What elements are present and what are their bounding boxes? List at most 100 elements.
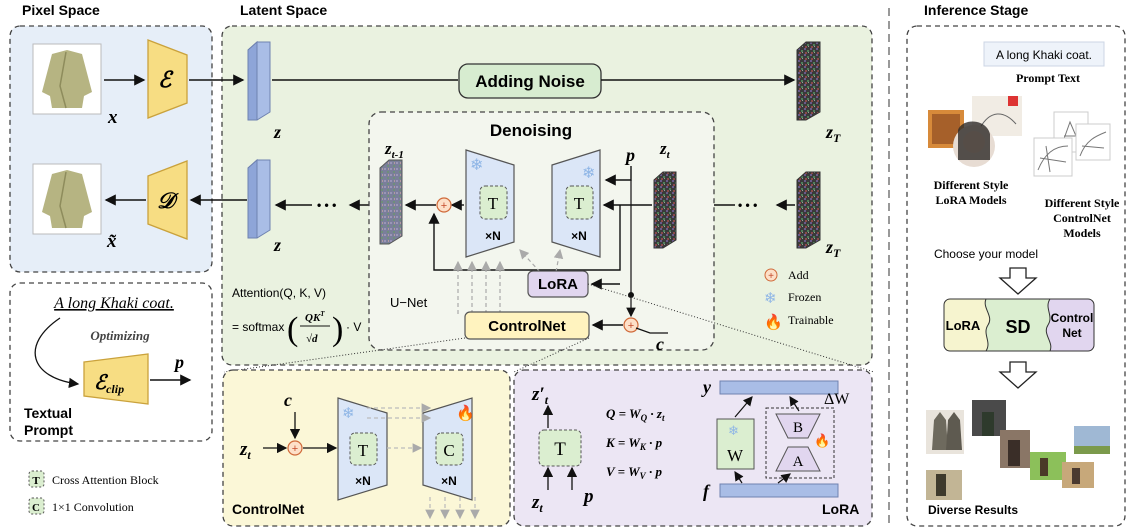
svg-text:· V: · V xyxy=(346,320,361,334)
ellipsis-right: • • • xyxy=(738,198,757,212)
snowflake-icon: ❄ xyxy=(342,405,355,422)
controlnet-module-box xyxy=(464,311,590,340)
cn-models-caption-1: Different Style xyxy=(1045,196,1120,210)
add-node xyxy=(436,197,452,213)
adapter-injection-arrows xyxy=(453,248,564,314)
decoder-symbol: 𝒟 xyxy=(157,188,179,213)
unet-label: U−Net xyxy=(390,295,428,310)
frozen-icon: ❄ xyxy=(582,165,595,182)
prompt-text-caption: Prompt Text xyxy=(1016,71,1080,85)
svg-text:K = WK · p: K = WK · p xyxy=(605,435,663,452)
latent-zT-block-bottom xyxy=(796,171,821,249)
legend-t-key: T xyxy=(32,475,40,487)
f-label: f xyxy=(703,481,711,501)
c-label-latent: c xyxy=(656,334,664,354)
legend-add-label: Add xyxy=(788,268,809,282)
sd-label: SD xyxy=(1005,317,1030,337)
decoder-trapezoid xyxy=(147,160,188,240)
svg-text:(: ( xyxy=(287,311,298,348)
x-label: x xyxy=(107,107,118,128)
skip-connection xyxy=(428,205,621,271)
snowflake-icon: ❄ xyxy=(728,423,739,438)
times-n-label: ×N xyxy=(485,229,501,243)
sd-control-label-1: Control xyxy=(1051,311,1094,325)
a-label: A xyxy=(793,454,804,470)
svg-text:Attention(Q, K, V): Attention(Q, K, V) xyxy=(232,286,326,300)
reconstructed-coat-image xyxy=(32,163,102,235)
legend-trainable-label: Trainable xyxy=(788,313,834,327)
inference-prompt-box xyxy=(983,41,1105,67)
cross-attention-block xyxy=(565,185,594,220)
sd-control-label-2: Net xyxy=(1062,326,1081,340)
attention-formula: Attention(Q, K, V) = softmax ( QKT √d ) … xyxy=(232,286,361,348)
legend-t-key-box xyxy=(28,470,45,488)
snowflake-icon: ❄ xyxy=(764,290,777,307)
cn-models-caption-3: Models xyxy=(1063,226,1101,240)
legend-c-key-box xyxy=(28,497,45,515)
legend-c-desc: 1×1 Convolution xyxy=(52,500,134,514)
z-prime-label: z′t xyxy=(531,384,549,407)
c-block-label: C xyxy=(443,441,454,460)
p-label-unet: p xyxy=(624,145,635,165)
flame-icon: 🔥 xyxy=(764,313,783,331)
flame-icon: 🔥 xyxy=(814,433,830,448)
frozen-icon: ❄ xyxy=(470,157,483,174)
x-tilde-label: x̃ xyxy=(106,231,117,252)
header-inference-stage: Inference Stage xyxy=(924,2,1028,18)
w-label: W xyxy=(727,446,744,465)
optimizing-label: Optimizing xyxy=(90,328,150,343)
zt-minus-1-label: zt-1 xyxy=(384,139,404,161)
controlnet-detail-title: ControlNet xyxy=(232,501,305,517)
latent-zT-noisy-block xyxy=(796,41,821,121)
inference-prompt-text: A long Khaki coat. xyxy=(996,48,1092,62)
controlnet-module-label: ControlNet xyxy=(488,318,566,335)
p-label-clip: p xyxy=(173,352,184,372)
t-block-label: T xyxy=(574,194,585,213)
latent-zt-block xyxy=(653,171,677,249)
svg-text:= softmax: = softmax xyxy=(232,320,284,334)
textual-prompt-label-2: Prompt xyxy=(24,422,73,438)
pretrained-weight-box xyxy=(716,418,755,470)
times-n-label: ×N xyxy=(441,474,457,488)
qkv-equations: Q = WQ · zt K = WK · p V = WV · p xyxy=(605,406,665,481)
ellipsis-left: • • • xyxy=(317,198,336,212)
cross-attention-block xyxy=(538,429,582,467)
z-label-top: z xyxy=(273,122,281,142)
latent-legend: + Add ❄ Frozen 🔥 Trainable xyxy=(764,268,834,331)
prompt-example-text: A long Khaki coat. xyxy=(53,295,174,312)
legend-frozen-label: Frozen xyxy=(788,290,821,304)
y-label: y xyxy=(701,377,712,397)
choose-model-caption: Choose your model xyxy=(934,247,1038,261)
diverse-results-caption: Diverse Results xyxy=(928,503,1018,517)
lora-module-label: LoRA xyxy=(538,276,578,293)
svg-text:): ) xyxy=(332,311,343,348)
zt-label: zt xyxy=(659,139,671,161)
down-arrow-2 xyxy=(998,361,1038,389)
latent-zt-minus-1-block xyxy=(379,159,403,245)
t-block-label: T xyxy=(488,194,499,213)
t-block-label: T xyxy=(358,441,369,460)
c-input-line xyxy=(635,327,668,334)
adding-noise-box xyxy=(458,63,602,99)
denoising-title: Denoising xyxy=(490,121,572,140)
textual-prompt-label-1: Textual xyxy=(24,405,72,421)
output-bar xyxy=(719,380,839,395)
cross-attention-block xyxy=(479,185,508,220)
b-label: B xyxy=(793,420,803,436)
lora-a-matrix xyxy=(775,446,821,472)
svg-text:V = WV · p: V = WV · p xyxy=(606,464,662,481)
svg-text:√d: √d xyxy=(306,333,318,345)
delta-w-label: ΔW xyxy=(824,391,850,408)
encoder-trapezoid xyxy=(147,39,188,119)
t-block-label: T xyxy=(554,439,566,460)
diverse-result-thumbnails xyxy=(926,400,1110,500)
flame-icon: 🔥 xyxy=(456,404,475,422)
legend-c-key: C xyxy=(32,502,40,514)
delta-w-dashed-box xyxy=(765,407,835,479)
lora-b-matrix xyxy=(775,413,821,439)
conv-block xyxy=(435,432,464,466)
svg-text:+: + xyxy=(292,443,298,455)
zt-label-lora: zt xyxy=(531,492,543,515)
add-node-plus: + xyxy=(441,200,447,212)
zT-label-bottom: zT xyxy=(825,237,841,260)
